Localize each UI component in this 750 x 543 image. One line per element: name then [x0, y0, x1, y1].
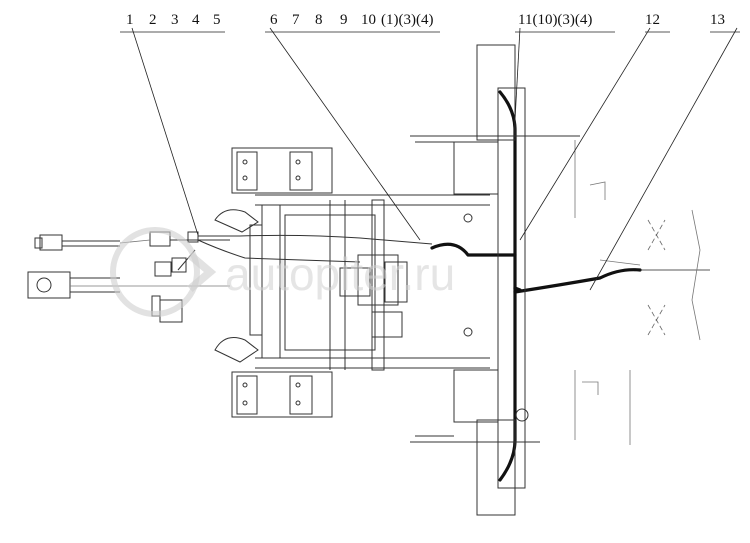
callout-3: 3: [171, 12, 179, 28]
watermark-logo-icon: [110, 227, 200, 317]
callout-12: 12: [645, 12, 660, 28]
left-connectors: [27, 234, 230, 299]
cross-member: [410, 44, 580, 516]
watermark-text: autopiter.ru: [225, 248, 455, 300]
callout-10-sub: (1)(3)(4): [381, 12, 433, 28]
left-frame: [214, 147, 490, 418]
right-frame: [574, 140, 701, 445]
callout-4: 4: [192, 12, 200, 28]
callout-10: 10: [361, 12, 376, 28]
callout-labels: 1 2 3 4 5 6 7 8 9 10 (1)(3)(4) 11(10)(3)…: [126, 12, 725, 28]
callout-9: 9: [340, 12, 348, 28]
watermark-arrow-icon: [187, 251, 217, 293]
watermark: autopiter.ru: [110, 227, 455, 317]
callout-6: 6: [270, 12, 278, 28]
callout-2: 2: [149, 12, 157, 28]
callout-13: 13: [710, 12, 725, 28]
callout-7: 7: [292, 12, 300, 28]
callout-8: 8: [315, 12, 323, 28]
callout-5: 5: [213, 12, 221, 28]
main-harness: [430, 90, 710, 482]
callout-11: 11(10)(3)(4): [518, 12, 592, 28]
callout-1: 1: [126, 12, 134, 28]
leader-lines: [120, 27, 740, 291]
